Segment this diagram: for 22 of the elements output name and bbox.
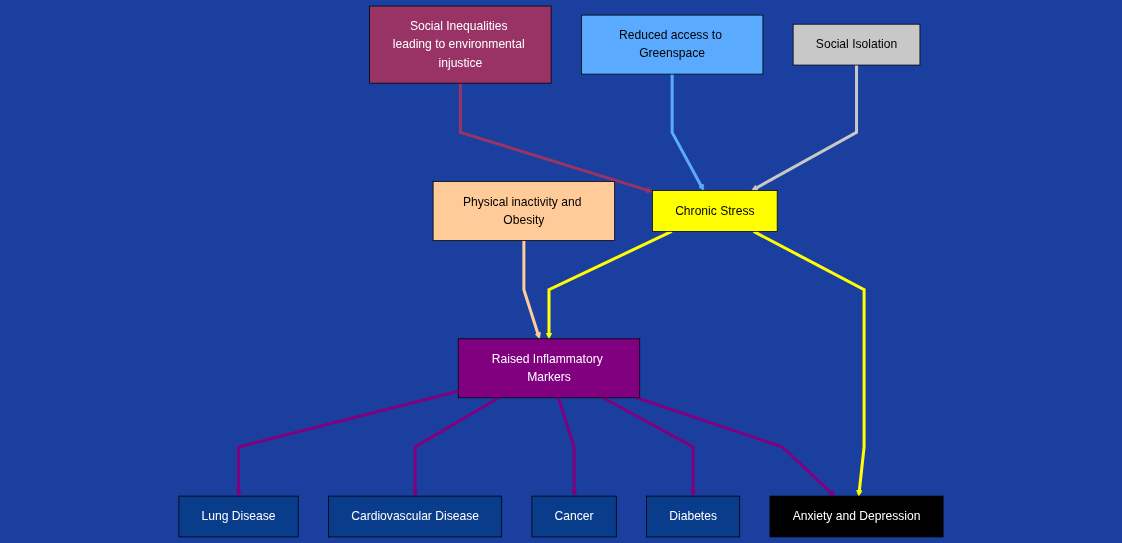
node-box: Chronic Stress xyxy=(652,190,778,232)
node-box: Cancer xyxy=(531,495,617,538)
arrow xyxy=(411,396,500,497)
arrow xyxy=(235,389,459,497)
arrow xyxy=(752,230,866,497)
arrow xyxy=(458,83,653,194)
node-box: Lung Disease xyxy=(178,495,299,538)
arrow xyxy=(556,397,578,497)
node-box: Diabetes xyxy=(646,495,741,538)
arrow xyxy=(522,240,541,340)
arrow xyxy=(670,74,705,191)
node-box: Anxiety and Depression xyxy=(769,495,944,538)
arrow xyxy=(545,230,673,340)
node-box: Social Isolation xyxy=(792,23,921,66)
arrow xyxy=(636,396,836,497)
node-box: Cardiovascular Disease xyxy=(328,495,503,538)
node-box: Reduced access to Greenspace xyxy=(581,14,764,75)
node-box: Social Inequalities leading to environmental injustice xyxy=(369,5,552,84)
arrow xyxy=(602,396,697,497)
node-box: Raised Inflammatory Markers xyxy=(457,338,641,399)
node-box: Physical inactivity and Obesity xyxy=(432,181,615,241)
arrow xyxy=(751,65,859,191)
